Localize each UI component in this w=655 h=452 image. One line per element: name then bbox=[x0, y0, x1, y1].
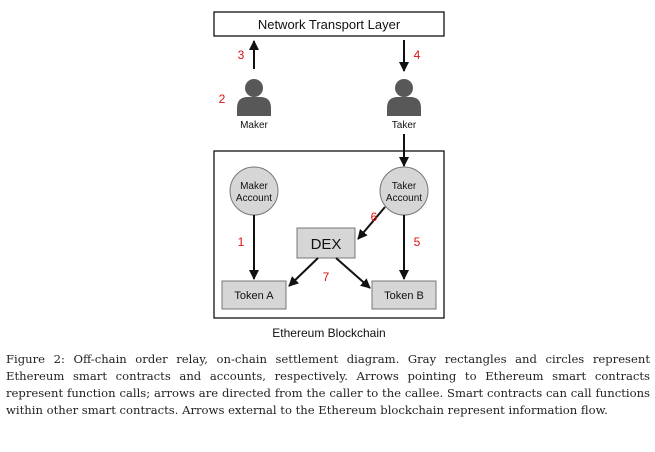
taker-person-icon bbox=[387, 79, 421, 116]
maker-label: Maker bbox=[240, 120, 268, 131]
step-number-2: 2 bbox=[219, 92, 226, 106]
dex-label: DEX bbox=[311, 236, 342, 253]
maker-account-label-line2: Account bbox=[236, 193, 272, 204]
token-b-label: Token B bbox=[384, 290, 424, 302]
dex-box bbox=[296, 227, 356, 259]
ethereum-blockchain-box bbox=[213, 150, 445, 319]
maker-person-icon bbox=[237, 79, 271, 116]
step-number-6: 6 bbox=[371, 210, 378, 224]
step-number-3: 3 bbox=[238, 48, 245, 62]
token-b-box bbox=[371, 280, 437, 310]
settlement-diagram: Network Transport Layer Maker Taker Ethe… bbox=[213, 11, 445, 340]
token-a-label: Token A bbox=[234, 290, 274, 302]
taker-label: Taker bbox=[392, 120, 417, 131]
arrow-dex-to-token-b bbox=[335, 257, 371, 289]
maker-account-label-line1: Maker bbox=[240, 181, 268, 192]
network-transport-layer-label: Network Transport Layer bbox=[258, 17, 401, 32]
ethereum-blockchain-label: Ethereum Blockchain bbox=[272, 326, 385, 340]
step-number-7: 7 bbox=[323, 270, 330, 284]
arrow-dex-to-token-a bbox=[288, 257, 319, 287]
taker-account-label-line1: Taker bbox=[392, 181, 417, 192]
taker-account-label-line2: Account bbox=[386, 193, 422, 204]
step-number-4: 4 bbox=[414, 48, 421, 62]
step-number-5: 5 bbox=[414, 235, 421, 249]
step-number-1: 1 bbox=[238, 235, 245, 249]
network-transport-layer-box bbox=[213, 11, 445, 37]
arrow-taker-account-to-dex bbox=[357, 206, 386, 240]
token-a-box bbox=[221, 280, 287, 310]
figure-caption: Figure 2: Off-chain order relay, on-chai… bbox=[6, 352, 650, 417]
